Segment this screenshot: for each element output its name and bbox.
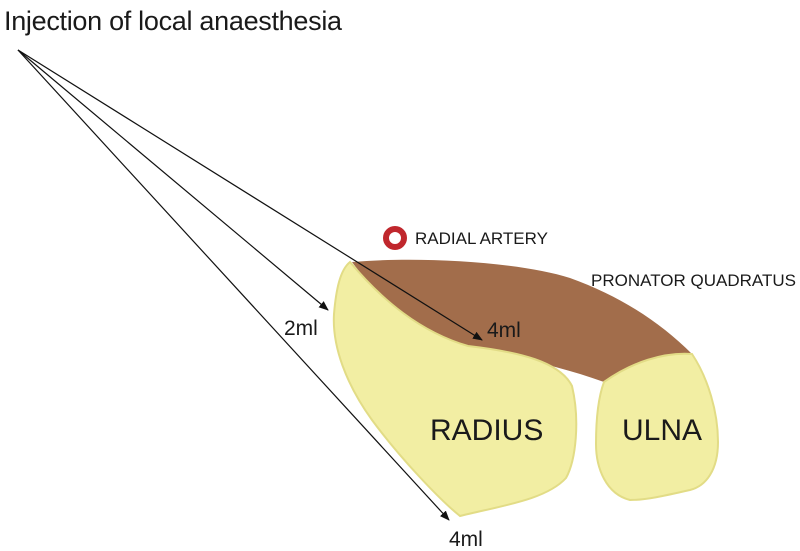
pronator-quadratus-label: PRONATOR QUADRATUS [591,271,796,290]
pronator-quadratus-muscle [352,259,692,382]
ulna-label: ULNA [622,414,703,447]
radius-label: RADIUS [430,414,544,447]
dose-label-4ml-muscle: 4ml [487,319,521,342]
diagram-title: Injection of local anaesthesia [4,6,342,36]
injection-line-4ml-muscle [17,49,483,341]
radial-artery-label: RADIAL ARTERY [415,229,548,248]
ulna-bone [594,352,720,502]
radial-artery-icon [383,226,407,250]
injection-line-2ml [17,49,329,311]
radius-bone [332,260,578,518]
dose-label-4ml-lower: 4ml [449,528,483,551]
dose-label-2ml: 2ml [284,317,318,340]
injection-line-4ml-lower [17,49,450,521]
